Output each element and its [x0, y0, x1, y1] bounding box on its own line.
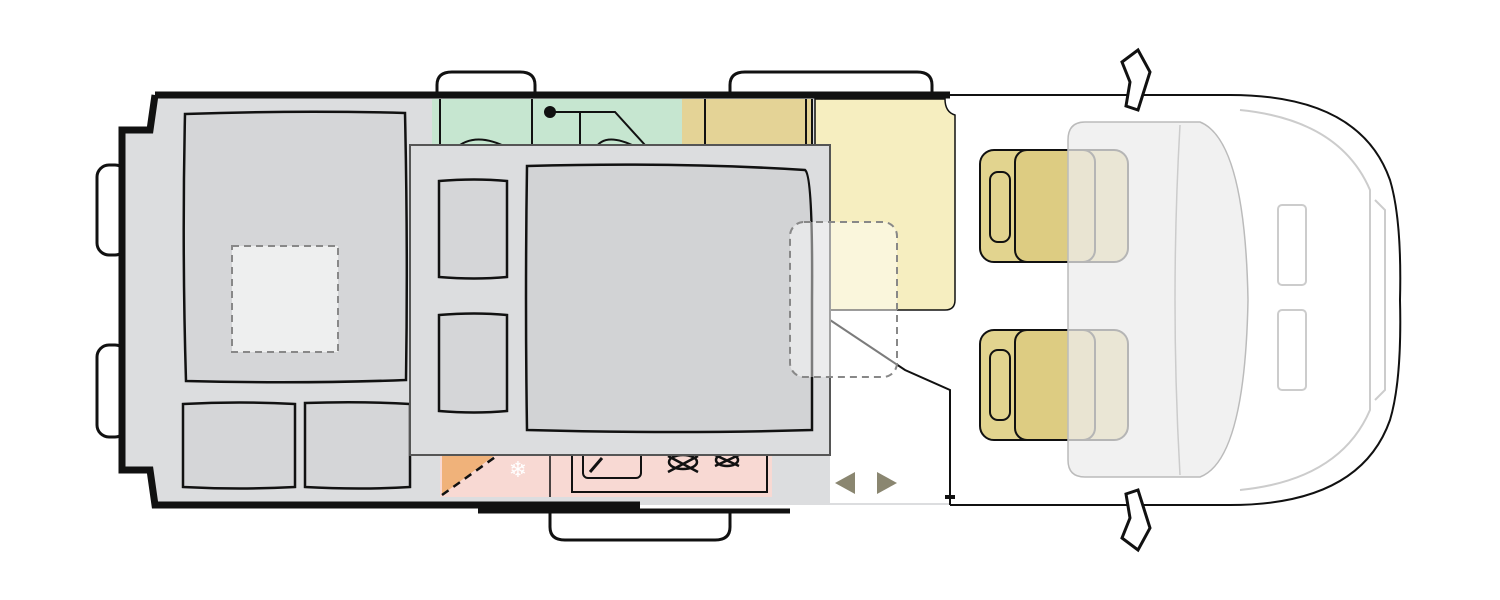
pull-down-bed	[409, 144, 831, 456]
pillow	[437, 178, 509, 280]
walls	[118, 91, 955, 514]
lounge-bench	[814, 98, 956, 311]
rear-bed	[181, 110, 412, 490]
pillow	[303, 400, 412, 490]
kitchen: ❄	[440, 447, 772, 497]
slide-arrows-icon	[835, 472, 897, 494]
gas-hob-icon	[667, 452, 740, 474]
dashboard	[1067, 121, 1249, 478]
roof-hatch	[231, 245, 339, 353]
window-top-2	[728, 70, 934, 97]
mirror-bottom	[1120, 488, 1152, 553]
pillow	[181, 401, 297, 490]
bathroom	[432, 99, 682, 150]
wardrobe	[682, 99, 812, 149]
window-top-1	[435, 70, 537, 97]
skylight	[789, 221, 898, 378]
cab-windscreen-lines	[1239, 109, 1386, 491]
pillow	[437, 312, 509, 414]
mirror-top	[1120, 47, 1152, 112]
window-bottom	[548, 512, 732, 542]
snowflake-icon: ❄	[509, 458, 527, 483]
